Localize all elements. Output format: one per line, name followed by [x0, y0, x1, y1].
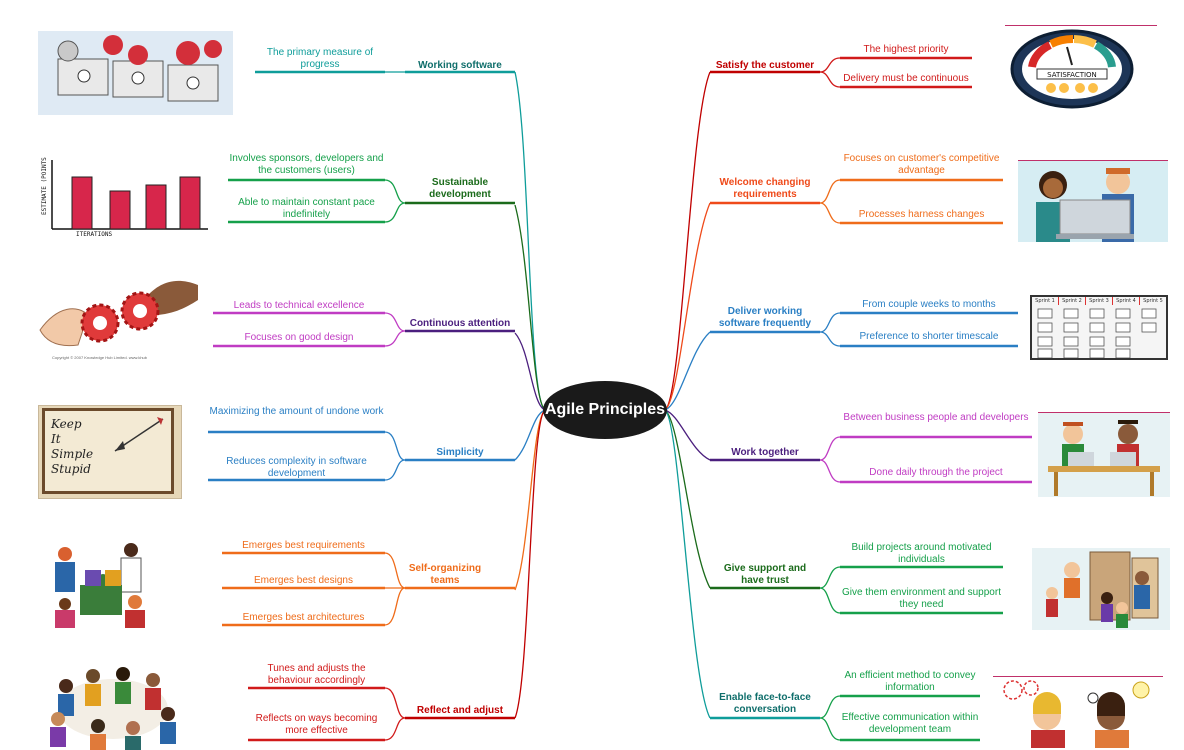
sub-face-to-face-1[interactable]: An efficient method to convey informatio… [844, 670, 976, 693]
sub-work-together-2[interactable]: Done daily through the project [869, 467, 1003, 478]
connector-simplicity [514, 409, 546, 461]
connector-satisfy-customer [664, 71, 711, 411]
sub-sustainable-2[interactable]: Able to maintain constant pace indefinit… [238, 197, 375, 220]
kiss-image: Keep It Simple Stupid [38, 405, 182, 499]
gears-hands-image: Copyright © 2007 Knowledge Hub Limited. … [38, 275, 200, 361]
sub-continuous-1[interactable]: Leads to technical excellence [233, 300, 365, 311]
connector-continuous-attention [514, 332, 546, 411]
sub-reflect-2[interactable]: Reflects on ways becoming more effective [255, 713, 378, 736]
connector-deliver-working [664, 331, 711, 411]
central-topic[interactable]: Agile Principles [543, 381, 667, 439]
sub-simplicity-2[interactable]: Reduces complexity in software developme… [226, 456, 367, 479]
burndown-ylabel: ESTIMATE (POINTS [41, 157, 48, 215]
branch-reflect-adjust[interactable]: Reflect and adjust [416, 705, 504, 716]
sprint-header-2: Sprint 2 [1059, 297, 1086, 305]
sub-deliver-2[interactable]: Preference to shorter timescale [859, 331, 999, 342]
kiss-it: It [51, 432, 61, 446]
sub-sustainable-1[interactable]: Involves sponsors, developers and the cu… [229, 153, 384, 176]
branch-simplicity[interactable]: Simplicity [436, 447, 484, 458]
branch-working-software[interactable]: Working software [418, 60, 502, 71]
satisfaction-text: SATISFACTION [1047, 71, 1097, 79]
sub-deliver-1[interactable]: From couple weeks to months [862, 299, 996, 310]
sprint-header-3: Sprint 3 [1086, 297, 1113, 305]
work-together-image [1038, 412, 1170, 497]
sub-face-to-face-2[interactable]: Effective communication within developme… [841, 712, 979, 735]
sub-satisfy-2[interactable]: Delivery must be continuous [843, 73, 969, 84]
branch-continuous-attention[interactable]: Continuous attention [409, 318, 511, 329]
branch-satisfy-customer[interactable]: Satisfy the customer [715, 60, 815, 71]
team-puzzle-image [45, 540, 155, 630]
sprint-header-1: Sprint 1 [1032, 297, 1059, 305]
sprint-board-image: Sprint 1 Sprint 2 Sprint 3 Sprint 4 Spri… [1030, 295, 1168, 360]
satisfaction-gauge-image: SATISFACTION [1005, 25, 1157, 110]
connector-reflect-adjust [514, 409, 546, 719]
sub-work-together-1[interactable]: Between business people and developers [843, 412, 1029, 423]
support-trust-image [1032, 548, 1170, 630]
sub-working-software-1[interactable]: The primary measure of progress [266, 47, 374, 70]
kiss-simple: Simple [51, 447, 94, 461]
sub-self-organizing-3[interactable]: Emerges best architectures [242, 612, 365, 623]
kiss-stupid: Stupid [51, 462, 91, 476]
sub-simplicity-1[interactable]: Maximizing the amount of undone work [209, 406, 384, 417]
team-circle-image [38, 664, 188, 750]
sprint-header-4: Sprint 4 [1113, 297, 1140, 305]
kiss-keep: Keep [51, 417, 82, 431]
branch-deliver-working[interactable]: Deliver working software frequently [718, 306, 812, 329]
laptops-cartoon-image [38, 31, 233, 115]
branch-sustainable-development[interactable]: Sustainable development [429, 177, 491, 200]
connector-face-to-face [664, 409, 711, 719]
sub-welcome-2[interactable]: Processes harness changes [858, 209, 985, 220]
sub-self-organizing-1[interactable]: Emerges best requirements [242, 540, 365, 551]
sub-reflect-1[interactable]: Tunes and adjusts the behaviour accordin… [267, 663, 366, 686]
branch-give-support[interactable]: Give support and have trust [723, 563, 807, 586]
sub-give-support-2[interactable]: Give them environment and support they n… [842, 587, 1001, 610]
sub-give-support-1[interactable]: Build projects around motivated individu… [851, 542, 992, 565]
sub-self-organizing-2[interactable]: Emerges best designs [254, 575, 353, 586]
burndown-chart-image: ESTIMATE (POINTS ITERATIONS [38, 155, 210, 239]
sub-satisfy-1[interactable]: The highest priority [863, 44, 949, 55]
conversation-image [993, 676, 1163, 748]
burndown-xlabel: ITERATIONS [76, 231, 113, 238]
branch-work-together[interactable]: Work together [731, 447, 799, 458]
laptop-coworkers-image [1018, 160, 1168, 242]
sub-continuous-2[interactable]: Focuses on good design [244, 332, 354, 343]
sub-welcome-1[interactable]: Focuses on customer's competitive advant… [843, 153, 1000, 176]
connector-work-together [664, 409, 711, 461]
connector-working-software [514, 71, 546, 411]
connector-give-support [664, 409, 711, 589]
branch-welcome-changing[interactable]: Welcome changing requirements [719, 177, 811, 200]
connector-welcome-changing [664, 202, 711, 411]
gears-caption: Copyright © 2007 Knowledge Hub Limited. … [52, 355, 148, 360]
branch-self-organizing-teams[interactable]: Self-organizing teams [408, 563, 482, 586]
branch-face-to-face[interactable]: Enable face-to-face conversation [719, 692, 811, 715]
sprint-header-5: Sprint 5 [1143, 298, 1163, 304]
connector-sustainable-development [514, 204, 546, 411]
